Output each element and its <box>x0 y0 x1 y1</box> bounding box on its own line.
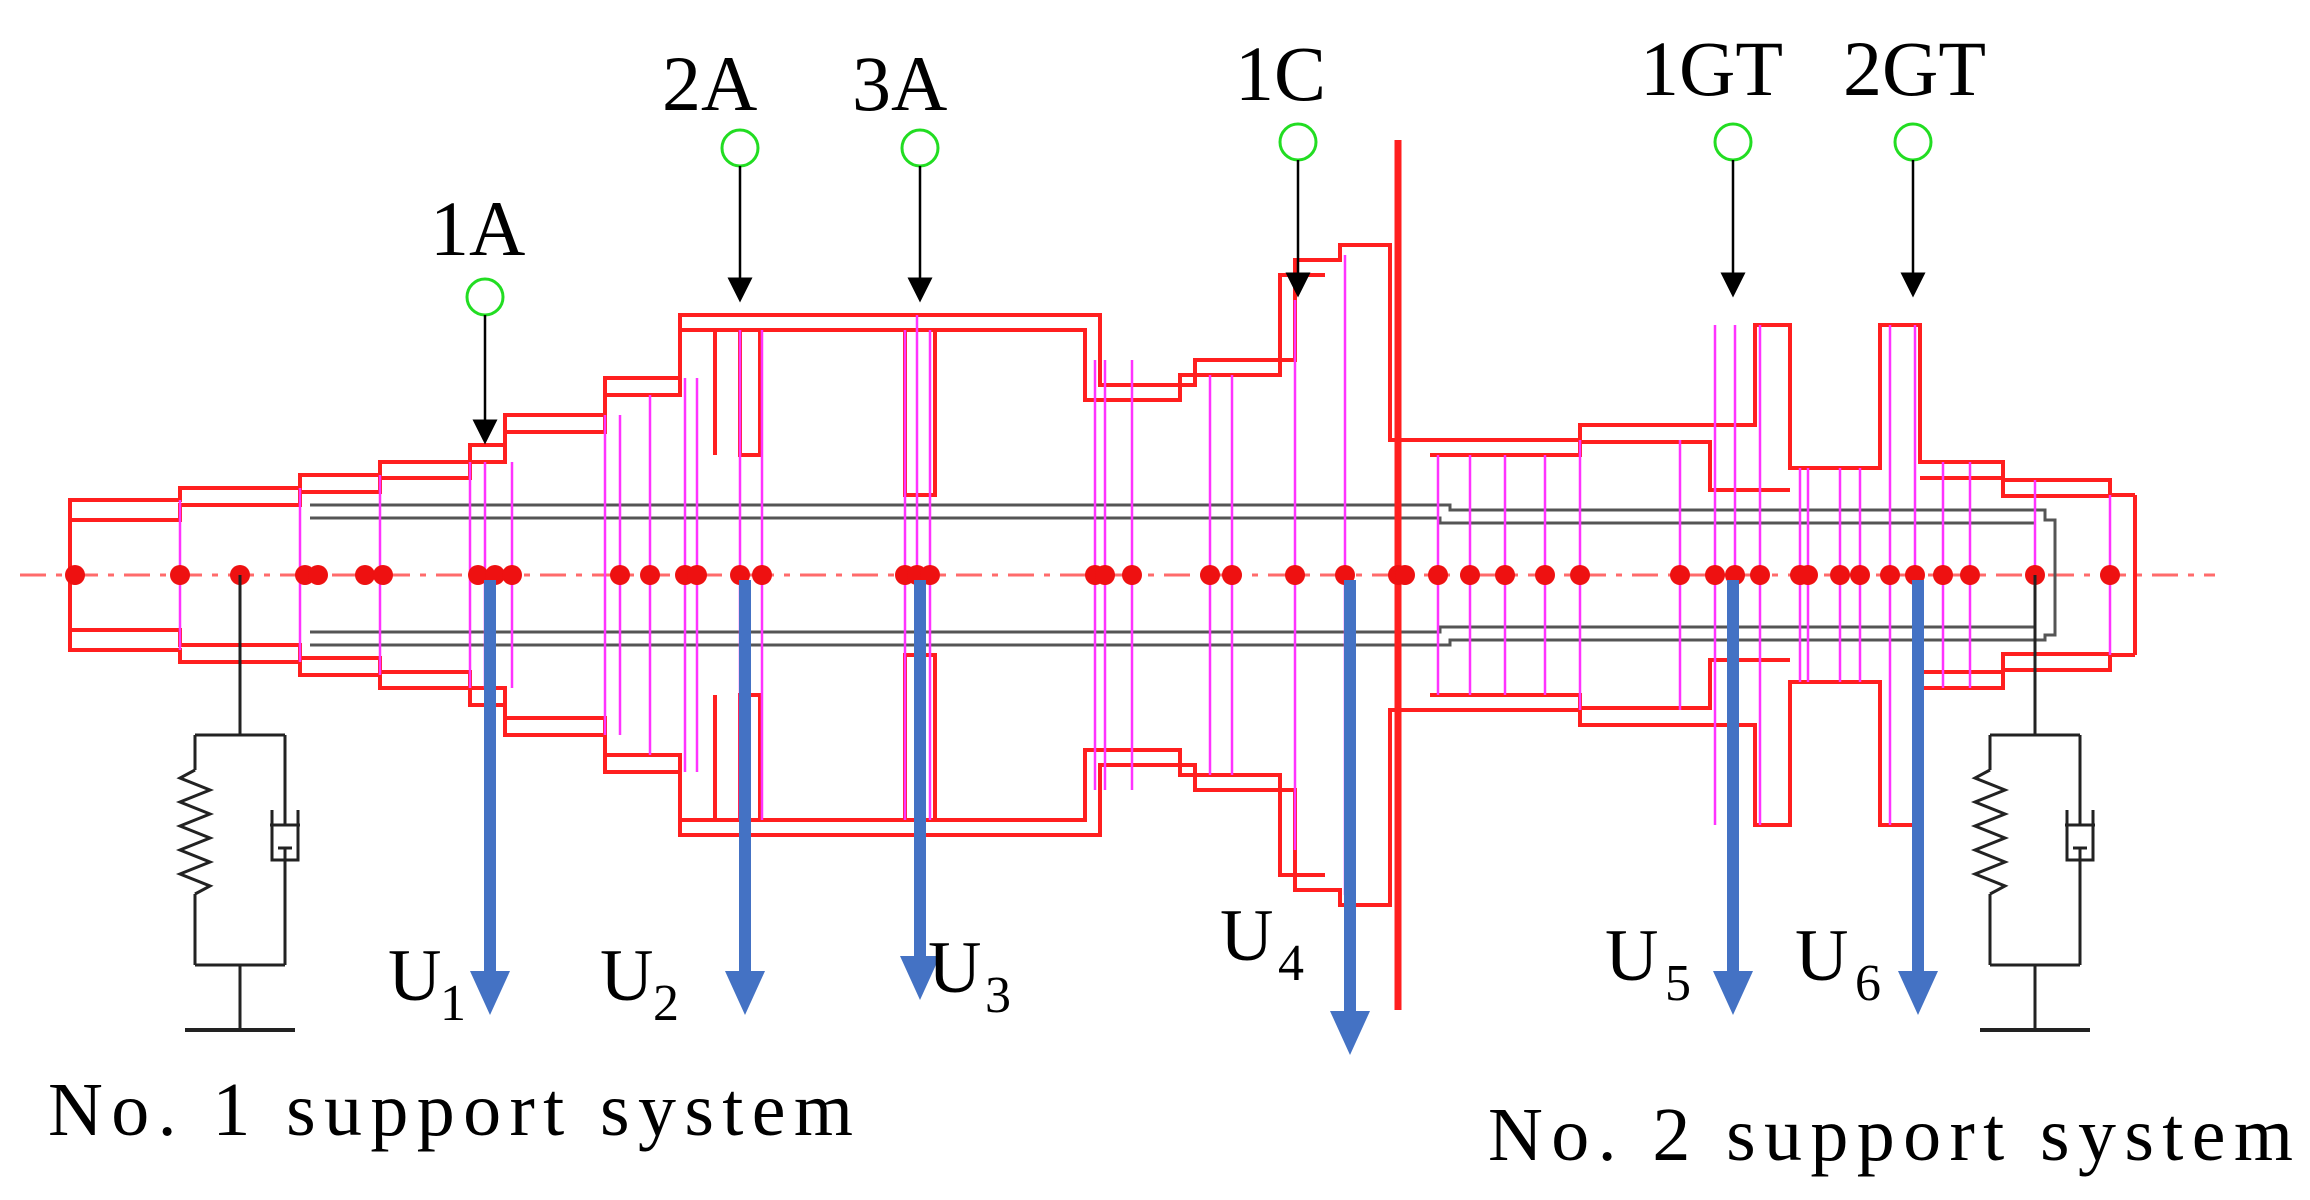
displacement-u1: U1 <box>388 580 510 1032</box>
rotor-node <box>1460 565 1480 585</box>
displacement-label: U <box>1220 895 1273 977</box>
rotor-node <box>170 565 190 585</box>
support-2-label: No. 2 support system <box>1488 1093 2293 1177</box>
rotor-node <box>1960 565 1980 585</box>
rotor-node <box>640 565 660 585</box>
sensor-ring-icon <box>1278 122 1318 162</box>
sensor-ring-icon <box>900 128 940 168</box>
rotor-node <box>373 565 393 585</box>
spring-icon <box>1970 768 2010 896</box>
rotor-node <box>1670 565 1690 585</box>
sensor-ring-icon <box>720 128 760 168</box>
displacement-label: U <box>1605 915 1658 997</box>
support-1 <box>175 575 300 1032</box>
arrow-down-icon <box>725 971 765 1015</box>
station-2gt: 2GT <box>1843 25 1986 298</box>
rotor-node <box>1933 565 1953 585</box>
station-label: 3A <box>852 40 947 127</box>
station-2a: 2A <box>662 40 760 303</box>
rotor-node <box>468 565 488 585</box>
rotor-node <box>2100 565 2120 585</box>
sensor-ring-icon <box>465 277 505 317</box>
support-1-label: No. 1 support system <box>48 1068 853 1152</box>
sensor-ring-icon <box>1713 122 1753 162</box>
rotor-node <box>687 565 707 585</box>
station-label: 1GT <box>1640 25 1783 112</box>
rotor-node <box>1830 565 1850 585</box>
spring-icon <box>175 768 215 896</box>
displacement-label: U <box>1795 915 1848 997</box>
rotor-node <box>1850 565 1870 585</box>
rotor-node <box>1798 565 1818 585</box>
displacement-subscript: 6 <box>1855 955 1881 1012</box>
rotor-node <box>1395 565 1415 585</box>
rotor-nodes <box>65 565 2120 585</box>
rotor-node <box>1222 565 1242 585</box>
station-1gt: 1GT <box>1640 25 1783 298</box>
station-label: 2A <box>662 40 757 127</box>
station-label: 2GT <box>1843 25 1986 112</box>
arrow-down-icon <box>1713 971 1753 1015</box>
arrow-down-icon <box>900 956 940 1000</box>
rotor-node <box>65 565 85 585</box>
station-label: 1A <box>430 185 525 272</box>
rotor-node <box>1122 565 1142 585</box>
rotor-node <box>355 565 375 585</box>
station-3a: 3A <box>852 40 947 303</box>
rotor-node <box>610 565 630 585</box>
rotor-node <box>1285 565 1305 585</box>
rotor-node <box>1095 565 1115 585</box>
rotor-node <box>1428 565 1448 585</box>
station-label: 1C <box>1235 30 1326 117</box>
rotor-node <box>1570 565 1590 585</box>
displacement-subscript: 5 <box>1665 955 1691 1012</box>
displacement-subscript: 1 <box>440 975 466 1032</box>
support-2 <box>1970 575 2095 1032</box>
displacement-subscript: 3 <box>985 967 1011 1024</box>
displacement-subscript: 4 <box>1278 935 1304 992</box>
station-1c: 1C <box>1235 30 1326 298</box>
displacement-label: U <box>600 935 653 1017</box>
sensor-stations: 1A 2A 3A 1C 1GT 2GT <box>430 25 1986 445</box>
arrow-down-icon <box>1898 971 1938 1015</box>
rotor-node <box>752 565 772 585</box>
rotor-node <box>1705 565 1725 585</box>
displacement-subscript: 2 <box>653 975 679 1032</box>
rotor-node <box>502 565 522 585</box>
displacement-label: U <box>388 935 441 1017</box>
rotor-node <box>1880 565 1900 585</box>
rotor-node <box>308 565 328 585</box>
sensor-ring-icon <box>1893 122 1933 162</box>
displacement-label: U <box>928 927 981 1009</box>
rotor-node <box>1535 565 1555 585</box>
rotor-node <box>1495 565 1515 585</box>
rotor-node <box>1750 565 1770 585</box>
arrow-down-icon <box>470 971 510 1015</box>
rotor-node <box>1200 565 1220 585</box>
station-1a: 1A <box>430 185 525 445</box>
arrow-down-icon <box>1330 1011 1370 1055</box>
